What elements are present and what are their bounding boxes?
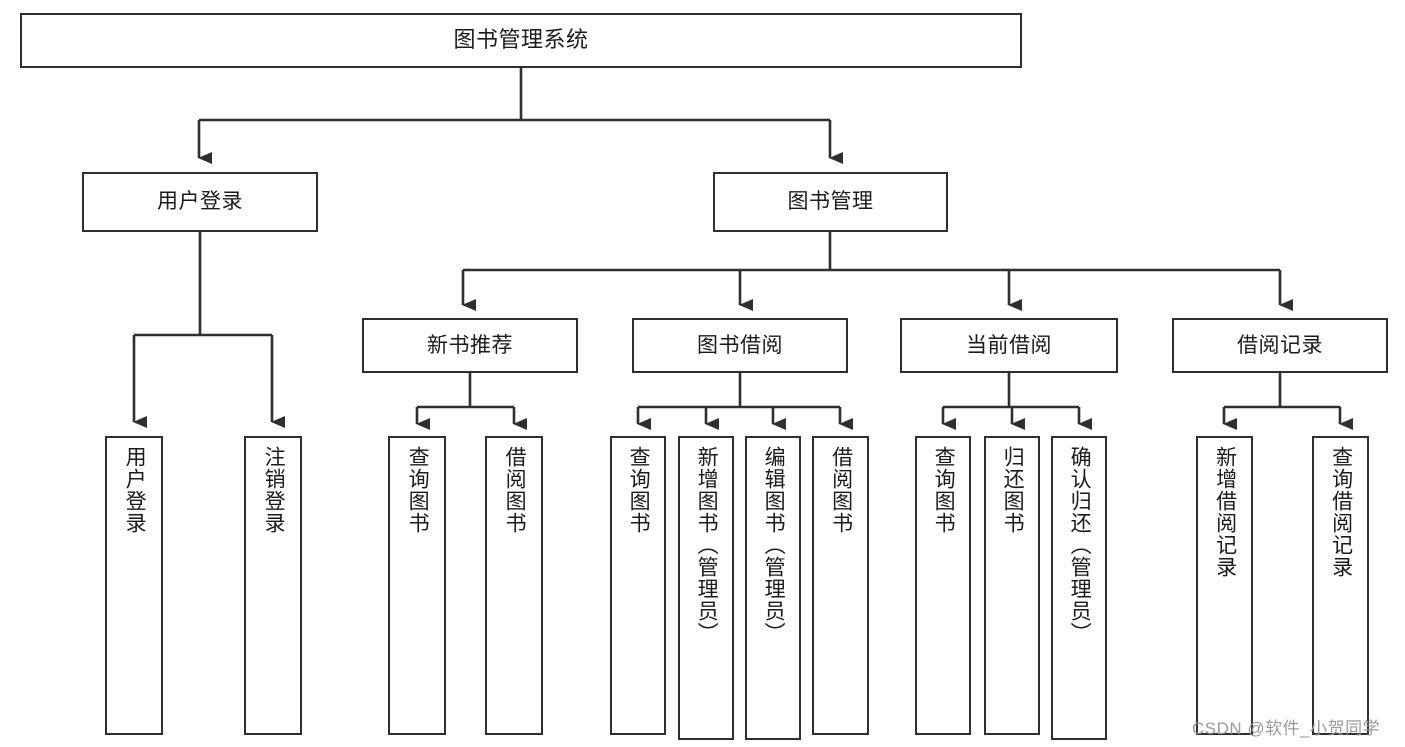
- node-label: 查询图书: [406, 446, 430, 534]
- node-leaf-query-borrow-record[interactable]: 查询借阅记录: [1312, 436, 1369, 735]
- node-leaf-add-borrow-record[interactable]: 新增借阅记录: [1196, 436, 1253, 735]
- node-label: 查询图书: [932, 446, 956, 534]
- node-leaf-query-book-borrow[interactable]: 查询图书: [610, 436, 666, 735]
- node-label: 图书借阅: [697, 333, 783, 357]
- node-label: 当前借阅: [966, 333, 1052, 357]
- node-leaf-return-book[interactable]: 归还图书: [984, 436, 1040, 735]
- node-label: 确认归还（管理员）: [1068, 446, 1092, 644]
- node-leaf-query-book-recommend[interactable]: 查询图书: [388, 436, 446, 735]
- node-leaf-borrow-book-recommend[interactable]: 借阅图书: [485, 436, 543, 735]
- node-label: 新增借阅记录: [1213, 446, 1237, 578]
- node-label: 注销登录: [262, 446, 286, 534]
- node-label: 借阅图书: [503, 446, 527, 534]
- csdn-watermark: CSDN @软件_小贺同学: [1192, 719, 1381, 738]
- node-label: 查询图书: [627, 446, 651, 534]
- node-label: 用户登录: [157, 190, 243, 214]
- node-level2-user-login[interactable]: 用户登录: [82, 172, 318, 232]
- node-label: 新书推荐: [427, 333, 513, 357]
- node-leaf-add-book-admin[interactable]: 新增图书（管理员）: [678, 436, 734, 740]
- node-label: 新增图书（管理员）: [695, 446, 719, 644]
- node-label: 借阅记录: [1237, 333, 1323, 357]
- node-leaf-borrow-book[interactable]: 借阅图书: [812, 436, 869, 735]
- node-level3-current-borrow[interactable]: 当前借阅: [900, 318, 1118, 373]
- node-leaf-query-book-current[interactable]: 查询图书: [915, 436, 971, 735]
- node-root[interactable]: 图书管理系统: [20, 13, 1022, 68]
- node-level2-book-management[interactable]: 图书管理: [713, 172, 948, 232]
- node-level3-new-book-recommend[interactable]: 新书推荐: [362, 318, 578, 373]
- node-label: 用户登录: [123, 446, 147, 534]
- node-label: 查询借阅记录: [1329, 446, 1353, 578]
- node-leaf-logout[interactable]: 注销登录: [244, 436, 302, 735]
- node-root-label: 图书管理系统: [453, 27, 589, 53]
- node-label: 图书管理: [787, 190, 874, 214]
- node-leaf-edit-book-admin[interactable]: 编辑图书（管理员）: [745, 436, 801, 740]
- node-label: 归还图书: [1001, 446, 1025, 534]
- node-level3-book-borrow[interactable]: 图书借阅: [632, 318, 848, 373]
- node-leaf-user-login[interactable]: 用户登录: [105, 436, 163, 735]
- node-label: 编辑图书（管理员）: [762, 446, 786, 644]
- node-leaf-confirm-return-admin[interactable]: 确认归还（管理员）: [1051, 436, 1107, 740]
- node-label: 借阅图书: [829, 446, 853, 534]
- node-level3-borrow-record[interactable]: 借阅记录: [1172, 318, 1388, 373]
